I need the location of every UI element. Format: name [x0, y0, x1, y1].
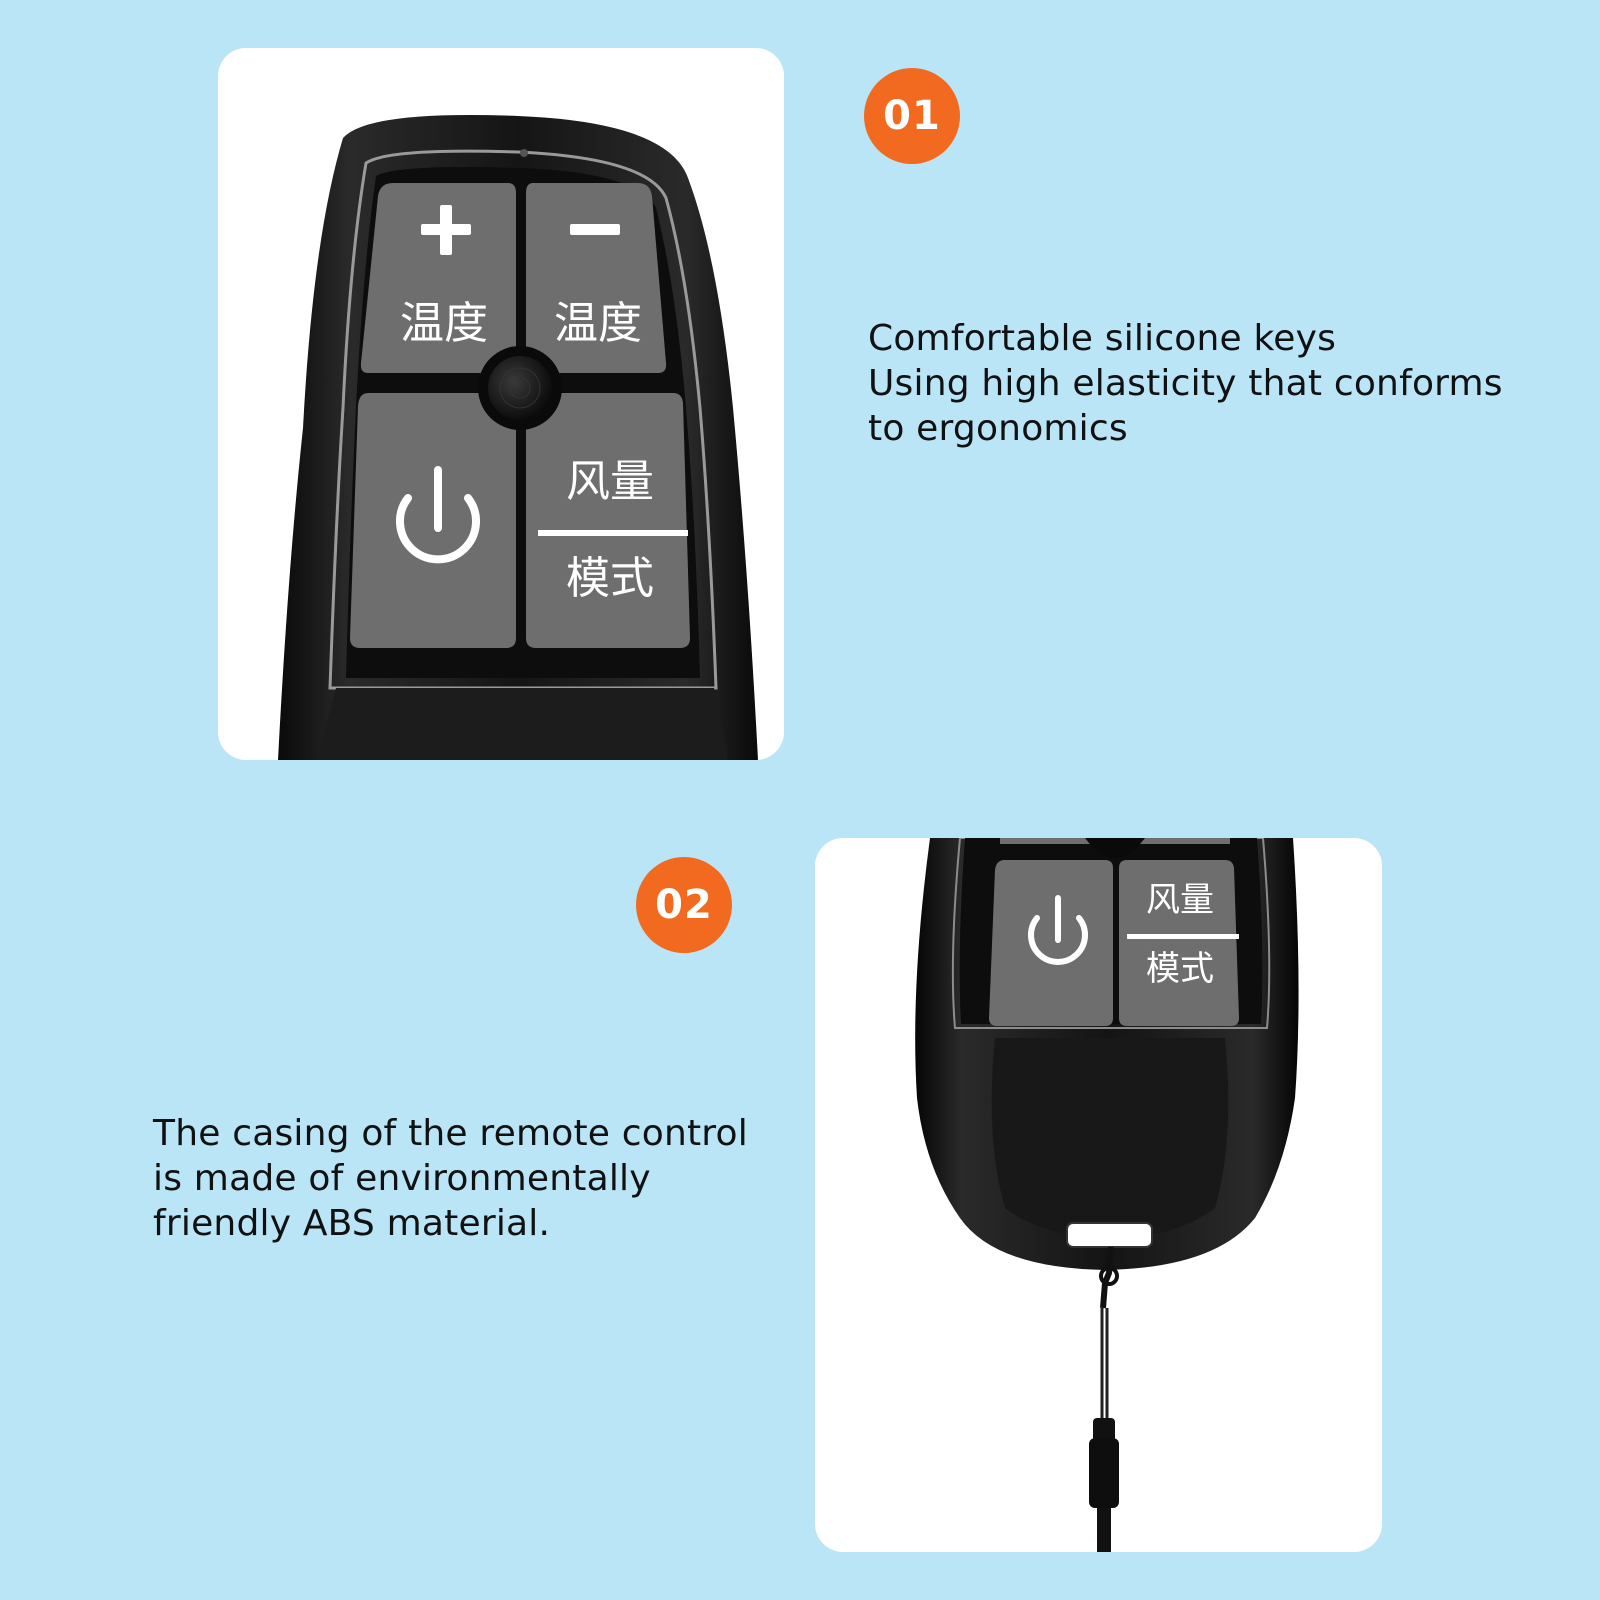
- partial-key-right: [1120, 838, 1230, 844]
- power-key[interactable]: [350, 393, 516, 648]
- remote-rim-lower: [951, 838, 1271, 1029]
- fan-mode-key[interactable]: 风量 模式: [526, 393, 690, 648]
- lanyard-icon: [1089, 1246, 1119, 1552]
- remote-closeup-card: 温度 温度 风量 模式: [218, 48, 784, 760]
- feature-1-line: to ergonomics: [868, 408, 1128, 449]
- center-knob-icon: [478, 346, 562, 430]
- temp-up-label: 温度: [400, 298, 488, 349]
- feature-2-line: The casing of the remote control: [153, 1113, 748, 1154]
- power-key-lower[interactable]: [989, 860, 1113, 1026]
- feature-1-description: Comfortable silicone keys Using high ela…: [868, 316, 1503, 451]
- remote-casing-image: 风量 模式: [915, 838, 1299, 1552]
- lanyard-slot: [1066, 1222, 1153, 1248]
- feature-1-line: Using high elasticity that conforms: [868, 363, 1503, 404]
- remote-casing-card: 风量 模式: [815, 838, 1382, 1552]
- feature-1-line: Comfortable silicone keys: [868, 318, 1337, 359]
- feature-number-badge-1: 01: [864, 68, 960, 164]
- temp-up-key[interactable]: 温度: [360, 183, 516, 373]
- minus-icon: [570, 224, 620, 235]
- feature-2-line: is made of environmentally: [153, 1158, 651, 1199]
- leather-lower: [991, 1038, 1229, 1238]
- plus-icon: [421, 205, 471, 255]
- feature-2-description: The casing of the remote control is made…: [153, 1111, 748, 1246]
- leather-strip: [318, 688, 728, 760]
- partial-key-left: [1000, 838, 1110, 844]
- fan-label-lower: 风量: [1146, 880, 1214, 920]
- feature-number-badge-2: 02: [636, 857, 732, 953]
- mode-label: 模式: [566, 553, 654, 604]
- temp-down-key[interactable]: 温度: [526, 183, 667, 373]
- feature-2-line: friendly ABS material.: [153, 1203, 551, 1244]
- divider-line: [538, 530, 688, 536]
- remote-rim: [328, 149, 718, 690]
- center-knob-icon: [1085, 838, 1145, 858]
- power-icon: [396, 466, 480, 564]
- temp-down-label: 温度: [554, 298, 642, 349]
- indicator-dot: [520, 149, 528, 157]
- fan-label: 风量: [566, 456, 654, 507]
- fan-mode-key-lower[interactable]: 风量 模式: [1119, 860, 1239, 1026]
- power-icon: [1028, 895, 1088, 965]
- remote-closeup-image: 温度 温度 风量 模式: [278, 114, 758, 760]
- divider-line-lower: [1127, 934, 1239, 939]
- mode-label-lower: 模式: [1146, 949, 1214, 989]
